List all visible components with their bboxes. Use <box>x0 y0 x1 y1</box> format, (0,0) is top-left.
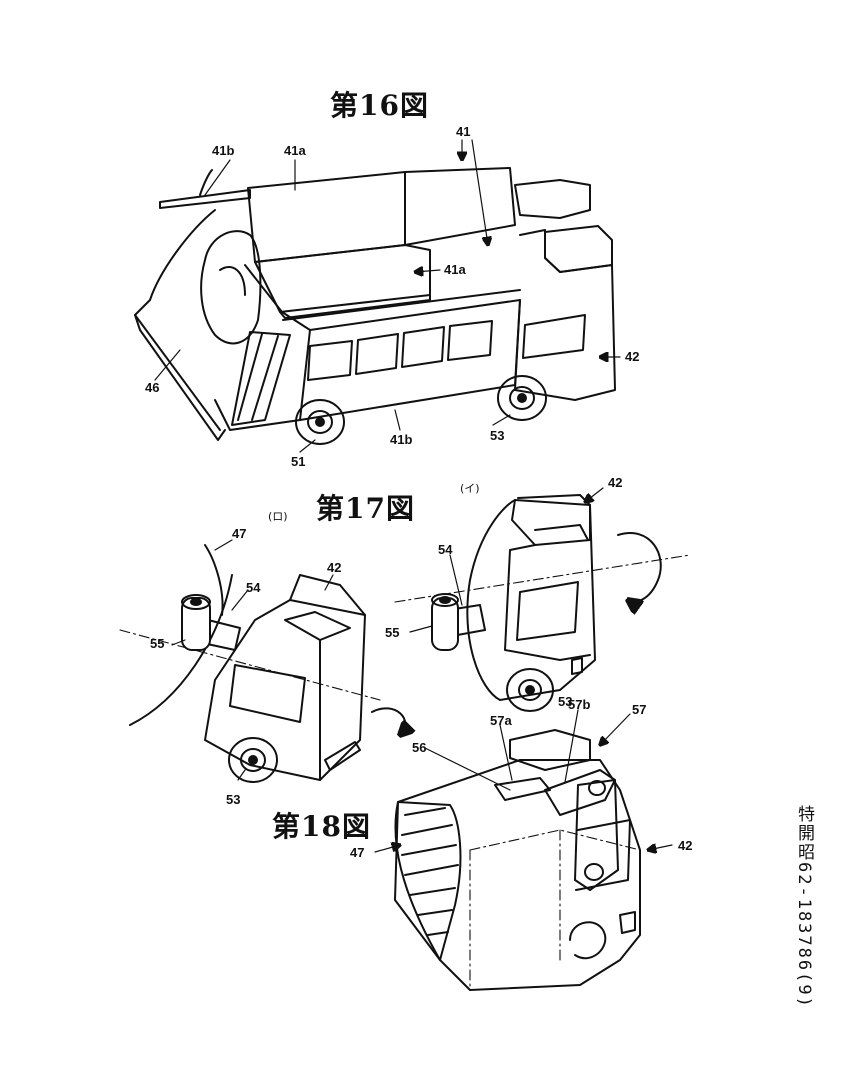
fig16-bus-drawing <box>134 139 621 453</box>
fig18-title: 第18図 <box>272 810 371 843</box>
fig18-drawing <box>374 709 673 991</box>
fig17-ro-drawing <box>119 539 405 783</box>
label-41b-flap: 41b <box>212 143 235 158</box>
label-57: 57 <box>632 702 647 717</box>
fig16-title: 第16図 <box>330 89 429 122</box>
label-54-fig17i: 54 <box>438 542 453 557</box>
label-57b: 57b <box>568 697 591 712</box>
label-56: 56 <box>412 740 427 755</box>
label-53-fig17ro: 53 <box>226 792 241 807</box>
fig17-sub-ro: (ロ) <box>268 510 288 523</box>
label-42-fig16: 42 <box>625 349 640 364</box>
label-42-fig17ro: 42 <box>327 560 342 575</box>
label-55-fig17ro: 55 <box>150 636 165 651</box>
label-54-fig17ro: 54 <box>246 580 261 595</box>
label-57a: 57a <box>490 713 512 728</box>
label-41a-roof: 41a <box>284 143 306 158</box>
label-53-fig17i: 53 <box>558 694 573 709</box>
label-53-fig16: 53 <box>490 428 505 443</box>
label-42-fig18: 42 <box>678 838 693 853</box>
publication-number: 特開昭62-183786(9) <box>794 805 814 1009</box>
label-47-fig18: 47 <box>350 845 365 860</box>
label-47-fig17ro: 47 <box>232 526 247 541</box>
label-51: 51 <box>291 454 306 469</box>
label-41b-side: 41b <box>390 432 413 447</box>
label-46: 46 <box>145 380 160 395</box>
fig17-title: 第17図 <box>316 492 415 525</box>
label-41a-panel: 41a <box>444 262 466 277</box>
label-41: 41 <box>456 124 471 139</box>
fig17-i-drawing <box>394 487 691 712</box>
label-55-fig17i: 55 <box>385 625 400 640</box>
label-42-fig17i: 42 <box>608 475 623 490</box>
fig17-sub-i: (イ) <box>460 482 480 495</box>
